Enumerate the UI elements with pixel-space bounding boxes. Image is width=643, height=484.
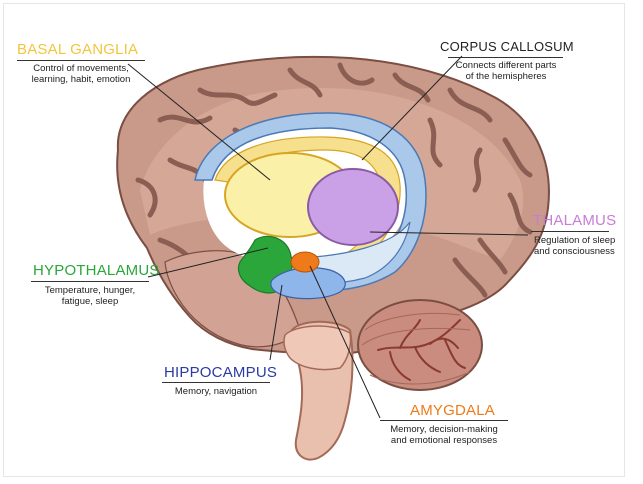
thalamus-rule	[531, 231, 609, 232]
corpus-callosum-rule	[448, 57, 563, 58]
corpus-callosum-title: CORPUS CALLOSUM	[440, 39, 574, 54]
amygdala-shape	[290, 251, 320, 273]
leader-thalamus	[369, 231, 529, 236]
leader-hippocampus	[269, 284, 283, 361]
corpus-callosum-desc-1: Connects different parts	[455, 60, 557, 71]
amygdala-desc-2: and emotional responses	[390, 435, 498, 446]
hypothalamus-desc-1: Temperature, hunger,	[44, 285, 136, 296]
thalamus-desc-1: Regulation of sleep	[534, 235, 616, 246]
basal-ganglia-desc-1: Control of movements,	[33, 63, 129, 74]
cerebellum-folia	[361, 313, 471, 385]
cerebellum	[357, 299, 483, 391]
basal-ganglia-desc-2: learning, habit, emotion	[31, 74, 131, 85]
hippocampus-title: HIPPOCAMPUS	[164, 364, 278, 381]
hypothalamus-rule	[31, 281, 149, 282]
basal-ganglia-title: BASAL GANGLIA	[17, 41, 139, 58]
amygdala-title: AMYGDALA	[410, 402, 495, 419]
thalamus-title: THALAMUS	[533, 212, 617, 229]
amygdala-rule	[380, 420, 508, 421]
pons	[283, 325, 352, 371]
leader-lines	[127, 55, 529, 419]
amygdala-desc-1: Memory, decision-making	[390, 424, 498, 435]
hippocampus-desc-1: Memory, navigation	[174, 386, 258, 397]
thalamus-desc-2: and consciousness	[534, 246, 615, 257]
leader-basal-ganglia	[127, 63, 271, 181]
hippocampus-rule	[162, 382, 270, 383]
leader-amygdala	[309, 265, 381, 419]
leader-corpus-callosum	[361, 55, 463, 161]
thalamus-shape	[307, 168, 399, 246]
basal-ganglia-rule	[17, 60, 145, 61]
hypothalamus-title: HYPOTHALAMUS	[33, 262, 160, 279]
leader-hypothalamus	[147, 247, 269, 278]
corpus-callosum-desc-2: of the hemispheres	[465, 71, 547, 82]
hypothalamus-desc-2: fatigue, sleep	[61, 296, 119, 307]
